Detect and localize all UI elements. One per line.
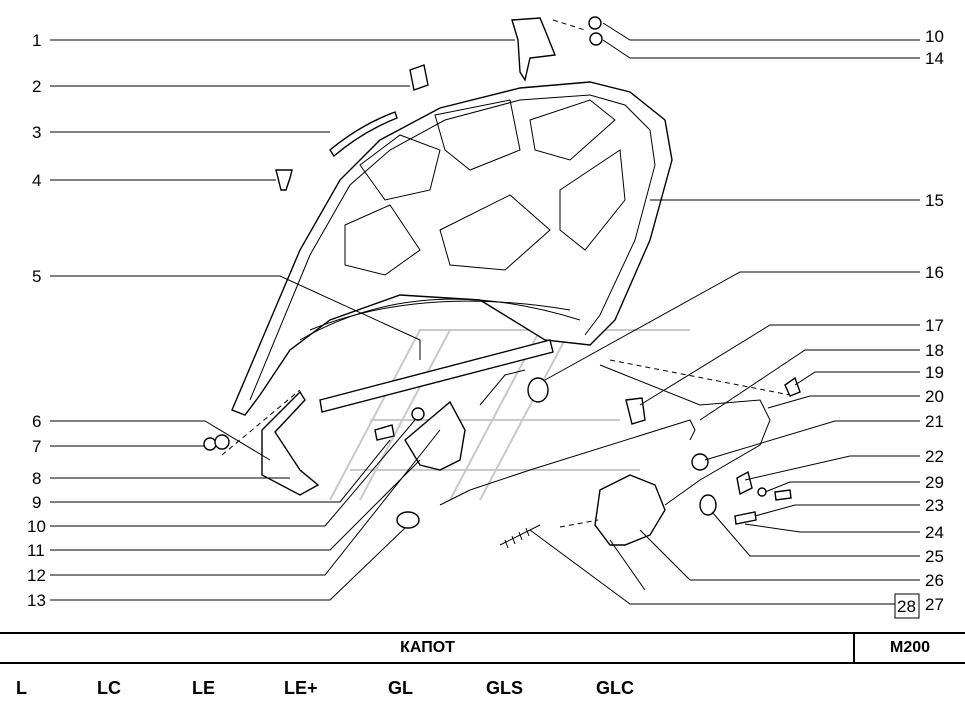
trim-level-le-plus: LE+	[284, 678, 318, 698]
callout-7: 7	[32, 437, 41, 456]
hood-panel	[231, 81, 673, 416]
trim-level-lc: LC	[97, 678, 121, 698]
bolt-9-10	[374, 407, 425, 441]
callout-25: 25	[925, 547, 944, 566]
callout-6: 6	[32, 412, 41, 431]
callout-10-right: 10	[925, 27, 944, 46]
trim-levels-row: L LC LE LE+ GL GLS GLC	[0, 664, 965, 711]
callout-13: 13	[27, 591, 46, 610]
grommet-16	[527, 377, 549, 403]
callout-8: 8	[32, 469, 41, 488]
callout-22: 22	[925, 447, 944, 466]
washer-6-7	[203, 434, 230, 451]
callout-20: 20	[925, 387, 944, 406]
trim-level-gl: GL	[388, 678, 413, 698]
gasket-3	[329, 111, 398, 158]
callout-21: 21	[925, 412, 944, 431]
callout-9: 9	[32, 493, 41, 512]
callout-14: 14	[925, 49, 944, 68]
spring-28	[499, 524, 541, 549]
section-code: M200	[889, 639, 931, 656]
page-title: КАПОТ	[400, 639, 455, 656]
callout-23: 23	[925, 496, 944, 515]
trim-level-gls: GLS	[486, 678, 524, 698]
small-parts-right	[691, 376, 801, 525]
hood-hinge	[261, 390, 320, 496]
trim-level-le: LE	[192, 678, 216, 698]
title-bar: КАПОТ M200	[0, 632, 965, 664]
callout-2: 2	[32, 77, 41, 96]
title-divider	[853, 634, 855, 662]
callout-16: 16	[925, 263, 944, 282]
callout-3: 3	[32, 123, 41, 142]
hood-lock	[594, 474, 666, 546]
callout-27: 27	[925, 595, 944, 614]
callout-15: 15	[925, 191, 944, 210]
callout-26: 26	[925, 571, 944, 590]
callout-4: 4	[32, 171, 41, 190]
callout-18: 18	[925, 341, 944, 360]
callout-11: 11	[27, 541, 45, 560]
callout-12: 12	[27, 566, 46, 585]
washers-10-14	[588, 16, 603, 46]
bump-stop	[396, 511, 420, 529]
hood-parts-diagram: 1 2 3 4 5 6 7 8 9 10 11 12 13 10 14 15 1…	[27, 16, 944, 619]
callout-5: 5	[32, 267, 41, 286]
callout-1: 1	[32, 31, 41, 50]
callout-17: 17	[925, 316, 944, 335]
trim-level-glc: GLC	[596, 678, 634, 698]
seal-strip	[319, 339, 554, 413]
trim-level-l: L	[16, 678, 27, 698]
bracket-1	[511, 17, 556, 82]
release-cable	[439, 364, 771, 506]
callout-24: 24	[925, 523, 944, 542]
clip-17	[625, 397, 646, 425]
callout-10-left: 10	[27, 517, 46, 536]
screw-4	[275, 169, 293, 191]
callout-19: 19	[925, 363, 944, 382]
clip-2	[409, 64, 429, 91]
callout-29: 29	[925, 473, 944, 492]
callout-28: 28	[897, 597, 916, 616]
